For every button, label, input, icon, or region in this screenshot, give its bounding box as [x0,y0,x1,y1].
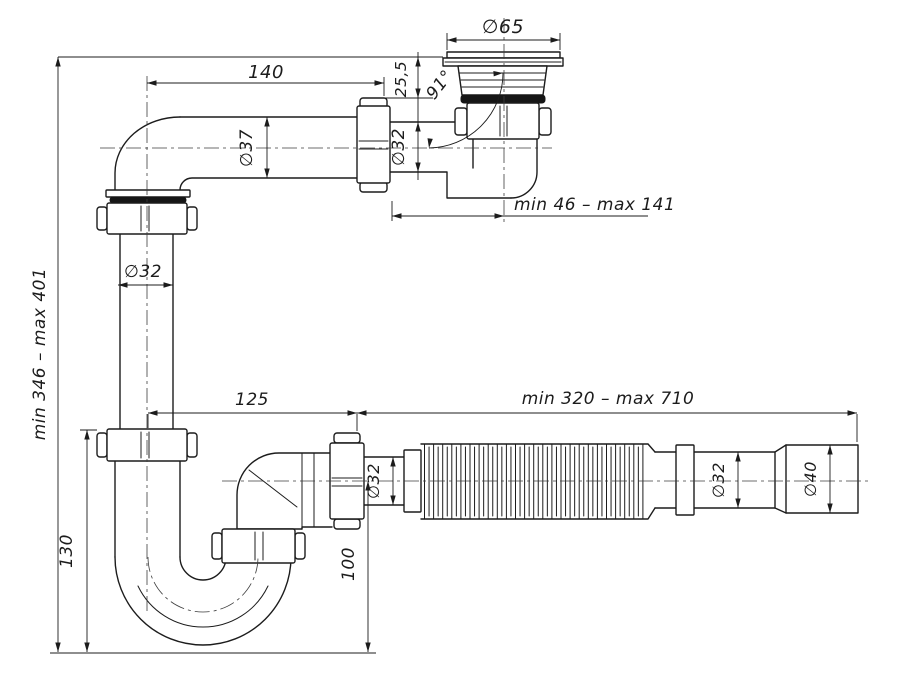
arrowhead-icon [84,430,90,440]
centerlines [100,18,872,613]
arrowhead-icon [847,410,857,416]
dimension-arrowheads [55,37,857,652]
arrowhead-icon [735,498,741,508]
dim-flange-diameter: ∅65 [482,16,524,38]
arrowhead-icon [55,57,61,67]
arrowhead-icon [148,410,158,416]
dim-trap-offset-length: 125 [235,390,269,410]
arrowhead-icon [84,642,90,652]
dim-flange-offset: 25,5 [392,61,410,98]
arrowhead-icon [264,168,270,178]
dim-tailpipe-range: min 46 – max 141 [514,195,675,215]
arrowhead-icon [493,70,503,77]
outlet-elbow [236,452,333,530]
corrugated-hose-ribs [424,444,644,519]
arrowhead-icon [415,88,421,98]
arrowhead-icon [118,282,128,288]
arrowhead-icon [365,481,371,491]
arrowhead-icon [827,503,833,513]
dim-hose-end-diameter: ∅32 [709,462,728,498]
smooth-hose [654,451,776,509]
arrowhead-icon [392,213,402,219]
arrowhead-icon [374,80,384,86]
arrowhead-icon [55,642,61,652]
fittings [96,51,695,564]
dim-top-length: 140 [248,62,284,83]
arrowhead-icon [147,80,157,86]
arrowhead-icon [415,122,421,132]
drain-socket [389,121,538,199]
arrowhead-icon [735,452,741,462]
hose-collar-2 [675,444,695,516]
vertical-pipe [119,233,174,430]
u-bend-centerline [147,556,259,613]
pipe-contours [114,116,859,646]
arrowhead-icon [827,445,833,455]
dim-tailpipe-diameter: ∅32 [389,128,409,166]
inlet-elbow [114,116,358,191]
union-nut-3 [211,528,306,564]
arrowhead-icon [550,37,560,43]
dim-overall-height-range: min 346 – max 401 [30,268,50,441]
arrowhead-icon [264,117,270,127]
dim-outlet-height: 100 [339,547,359,581]
arrowhead-icon [390,457,396,467]
arrowhead-icon [347,410,357,416]
arrowhead-icon [357,410,367,416]
dimension-lines [50,33,858,654]
arrowhead-icon [365,642,371,652]
dim-vertical-pipe-diameter: ∅32 [124,262,162,282]
dim-end-cuff-diameter: ∅40 [801,461,820,497]
arrowhead-icon [390,495,396,505]
union-nut-6 [356,97,391,193]
sink-drain [442,51,564,140]
arrowhead-icon [427,138,433,148]
union-nut-1 [96,189,198,235]
dim-flex-hose-range: min 320 – max 710 [522,389,695,409]
arrowhead-icon [494,213,504,219]
corrugation-boundary [420,443,656,520]
arrowhead-icon [415,57,421,67]
arrowhead-icon [415,162,421,172]
dim-trap-depth: 130 [57,534,77,568]
dimension-texts: ∅65 140 25,5 91° ∅37 ∅32 min 46 – max 14… [30,16,820,581]
dim-inlet-pipe-diameter: ∅37 [237,129,257,167]
outlet-pipe [363,456,405,506]
end-cuff [774,444,859,514]
arrowhead-icon [163,282,173,288]
trap-inlet-tube [114,460,181,558]
dim-outlet-diameter: ∅32 [364,463,383,499]
arrowhead-icon [447,37,457,43]
